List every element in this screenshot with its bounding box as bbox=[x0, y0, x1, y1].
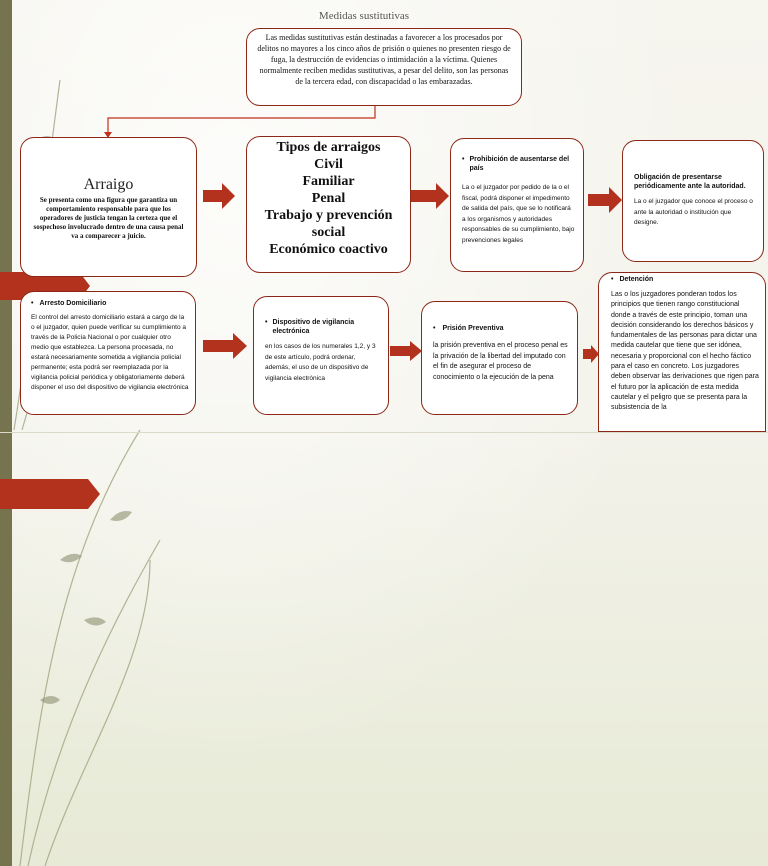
detencion-heading: Detención bbox=[619, 276, 654, 283]
prision-bullet: • bbox=[433, 325, 436, 332]
tipo-civil: Civil bbox=[314, 157, 343, 172]
intro-text: Las medidas sustitutivas están destinada… bbox=[257, 33, 511, 86]
dispositivo-box: • Dispositivo de vigilancia electrónica … bbox=[253, 296, 389, 415]
arresto-text: El control del arresto domiciliario esta… bbox=[31, 314, 189, 391]
right-arrow-icon bbox=[411, 183, 449, 209]
arraigo-heading: Arraigo bbox=[83, 176, 134, 193]
tipos-heading: Tipos de arraigos bbox=[276, 140, 381, 155]
detencion-bullet: • bbox=[611, 276, 614, 283]
detencion-text: Las o los juzgadores ponderan todos los … bbox=[611, 291, 759, 412]
tipo-familiar: Familiar bbox=[302, 174, 355, 189]
prision-text: la prisión preventiva en el proceso pena… bbox=[433, 342, 568, 381]
arraigo-box: Arraigo Se presenta como una figura que … bbox=[20, 137, 197, 277]
dispositivo-bullet: • bbox=[265, 319, 268, 326]
intro-box: Las medidas sustitutivas están destinada… bbox=[246, 28, 522, 106]
arraigo-text: Se presenta como una figura que garantiz… bbox=[33, 196, 184, 240]
tipos-box: Tipos de arraigos Civil Familiar Penal T… bbox=[246, 136, 411, 273]
prision-box: • Prisión Preventiva la prisión preventi… bbox=[421, 301, 578, 415]
obligacion-box: Obligación de presentarse periódicamente… bbox=[622, 140, 764, 262]
tipo-penal: Penal bbox=[311, 191, 346, 206]
right-arrow-icon bbox=[203, 333, 247, 359]
prohibicion-text: La o el juzgador por pedido de la o el f… bbox=[462, 184, 575, 244]
obligacion-heading: Obligación de presentarse periódicamente… bbox=[634, 174, 746, 190]
tipo-trabajo: Trabajo y prevención social bbox=[264, 208, 393, 240]
arresto-box: • Arresto Domiciliario El control del ar… bbox=[20, 291, 196, 415]
right-arrow-icon bbox=[203, 183, 235, 209]
red-tab-bottom bbox=[0, 479, 100, 509]
tipo-economico: Económico coactivo bbox=[269, 242, 388, 257]
left-olive-strip bbox=[0, 0, 12, 866]
prohibicion-heading: Prohibición de ausentarse del país bbox=[469, 156, 570, 172]
arresto-heading: Arresto Domiciliario bbox=[39, 300, 107, 307]
right-arrow-icon bbox=[583, 345, 599, 363]
slide-divider bbox=[0, 432, 768, 433]
prohibicion-bullet: • bbox=[462, 156, 465, 163]
prohibicion-box: • Prohibición de ausentarse del país La … bbox=[450, 138, 584, 272]
dispositivo-text: en los casos de los numerales 1,2, y 3 d… bbox=[265, 343, 376, 382]
obligacion-text: La o el juzgador que conoce el proceso o… bbox=[634, 198, 753, 226]
page-title: Medidas sustitutivas bbox=[318, 10, 410, 22]
right-arrow-icon bbox=[588, 187, 622, 213]
arresto-bullet: • bbox=[31, 300, 34, 307]
prision-heading: Prisión Preventiva bbox=[442, 325, 504, 332]
right-arrow-icon bbox=[390, 341, 422, 361]
dispositivo-heading: Dispositivo de vigilancia electrónica bbox=[272, 319, 355, 335]
detencion-box: • Detención Las o los juzgadores pondera… bbox=[598, 272, 766, 432]
